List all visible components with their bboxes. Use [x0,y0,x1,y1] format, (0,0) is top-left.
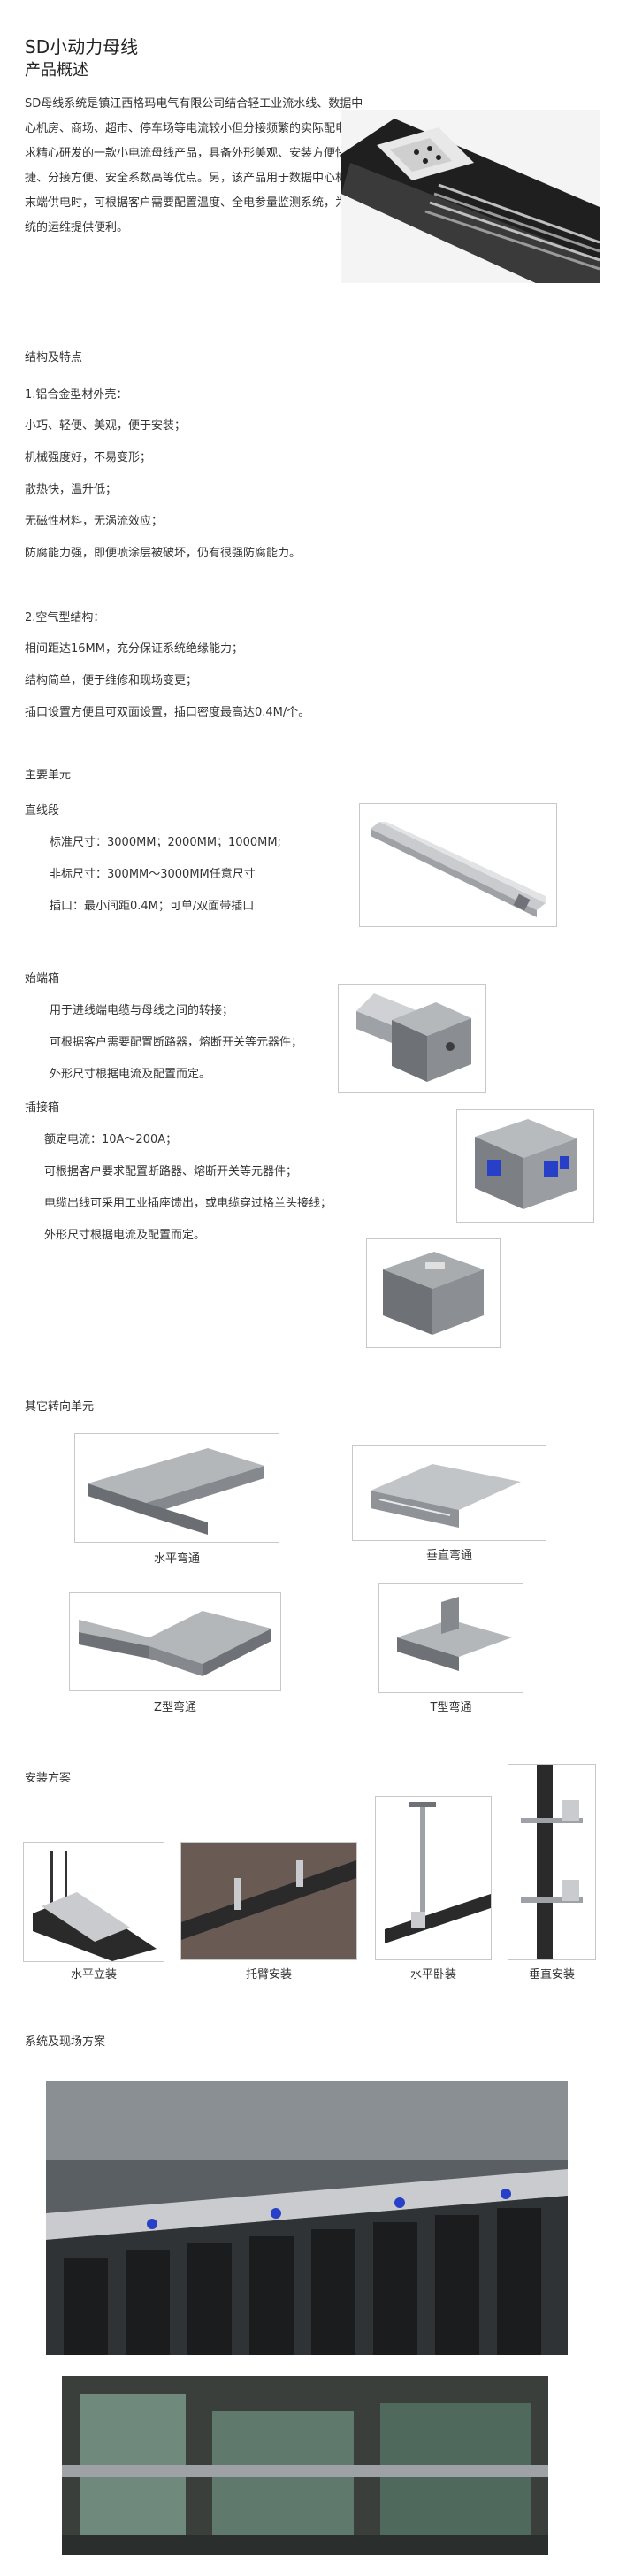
installation-caption: 水平卧装 [409,1968,456,1982]
features-group2-item: 相间距达16MM，充分保证系统绝缘能力； [25,642,243,656]
straight-section-item: 非标尺寸：300MM～3000MM任意尺寸 [50,868,256,881]
page-title: SD小动力母线 [25,36,139,58]
scene-site-photo [62,2376,548,2555]
t-elbow-image [378,1583,523,1693]
installation-caption: 水平立装 [70,1968,117,1982]
installation-caption: 托臂安装 [245,1968,292,1982]
plug-box-item: 额定电流：10A～200A； [44,1133,178,1146]
plug-box-item: 电缆出线可采用工业插座馈出，或电缆穿过格兰头接线； [44,1197,332,1210]
install-horizontal-lying-image [375,1796,492,1960]
plug-box-title: 插接箱 [25,1101,60,1115]
features-group1-title: 1.铝合金型材外壳： [25,388,128,402]
scene-heading: 系统及现场方案 [25,2036,106,2049]
plug-box-item: 外形尺寸根据电流及配置而定。 [44,1229,206,1242]
scene-datacenter-render [46,2081,568,2355]
features-group2-title: 2.空气型结构： [25,611,105,625]
turning-caption: 水平弯通 [153,1552,200,1566]
start-box-item: 用于进线端电缆与母线之间的转接； [50,1004,234,1017]
plug-box-image-top [456,1109,594,1223]
product-photo [341,110,600,283]
straight-section-item: 标准尺寸：3000MM；2000MM；1000MM; [50,836,281,849]
z-elbow-image [69,1592,281,1691]
turning-caption: 垂直弯通 [425,1549,472,1562]
start-box-image [338,984,486,1093]
features-group1-item: 散热快，温升低； [25,483,118,496]
features-group1-item: 小巧、轻便、美观，便于安装； [25,419,187,433]
installation-heading: 安装方案 [25,1772,72,1785]
intro-paragraph: SD母线系统是镇江西格玛电气有限公司结合轻工业流水线、数据中心机房、商场、超市、… [25,97,363,234]
page-subtitle: 产品概述 [25,61,88,80]
turning-heading: 其它转向单元 [25,1400,95,1414]
vertical-elbow-image [352,1445,546,1541]
start-box-title: 始端箱 [25,972,60,985]
turning-caption: T型弯通 [430,1701,472,1714]
straight-section-item: 插口：最小间距0.4M；可单/双面带插口 [50,900,255,913]
horizontal-elbow-image [74,1433,279,1543]
start-box-item: 可根据客户需要配置断路器，熔断开关等元器件； [50,1036,303,1049]
features-group1-item: 防腐能力强，即便喷涂层被破坏，仍有很强防腐能力。 [25,547,302,560]
features-group1-item: 无磁性材料，无涡流效应； [25,515,164,528]
turning-caption: Z型弯通 [154,1701,196,1714]
install-cantilever-image [180,1842,357,1960]
features-group2-item: 插口设置方便且可双面设置，插口密度最高达0.4M/个。 [25,706,310,719]
straight-section-title: 直线段 [25,804,60,817]
install-vertical-image [508,1764,596,1960]
features-group2-item: 结构简单，便于维修和现场变更； [25,674,198,687]
features-heading: 结构及特点 [25,351,83,364]
start-box-item: 外形尺寸根据电流及配置而定。 [50,1068,211,1081]
install-horizontal-upright-image [23,1842,164,1962]
plug-box-item: 可根据客户要求配置断路器、熔断开关等元器件； [44,1165,298,1178]
installation-caption: 垂直安装 [528,1968,575,1982]
plug-box-image-bottom [366,1238,501,1348]
units-heading: 主要单元 [25,769,72,782]
straight-section-image [359,803,557,927]
features-group1-item: 机械强度好，不易变形； [25,451,152,464]
